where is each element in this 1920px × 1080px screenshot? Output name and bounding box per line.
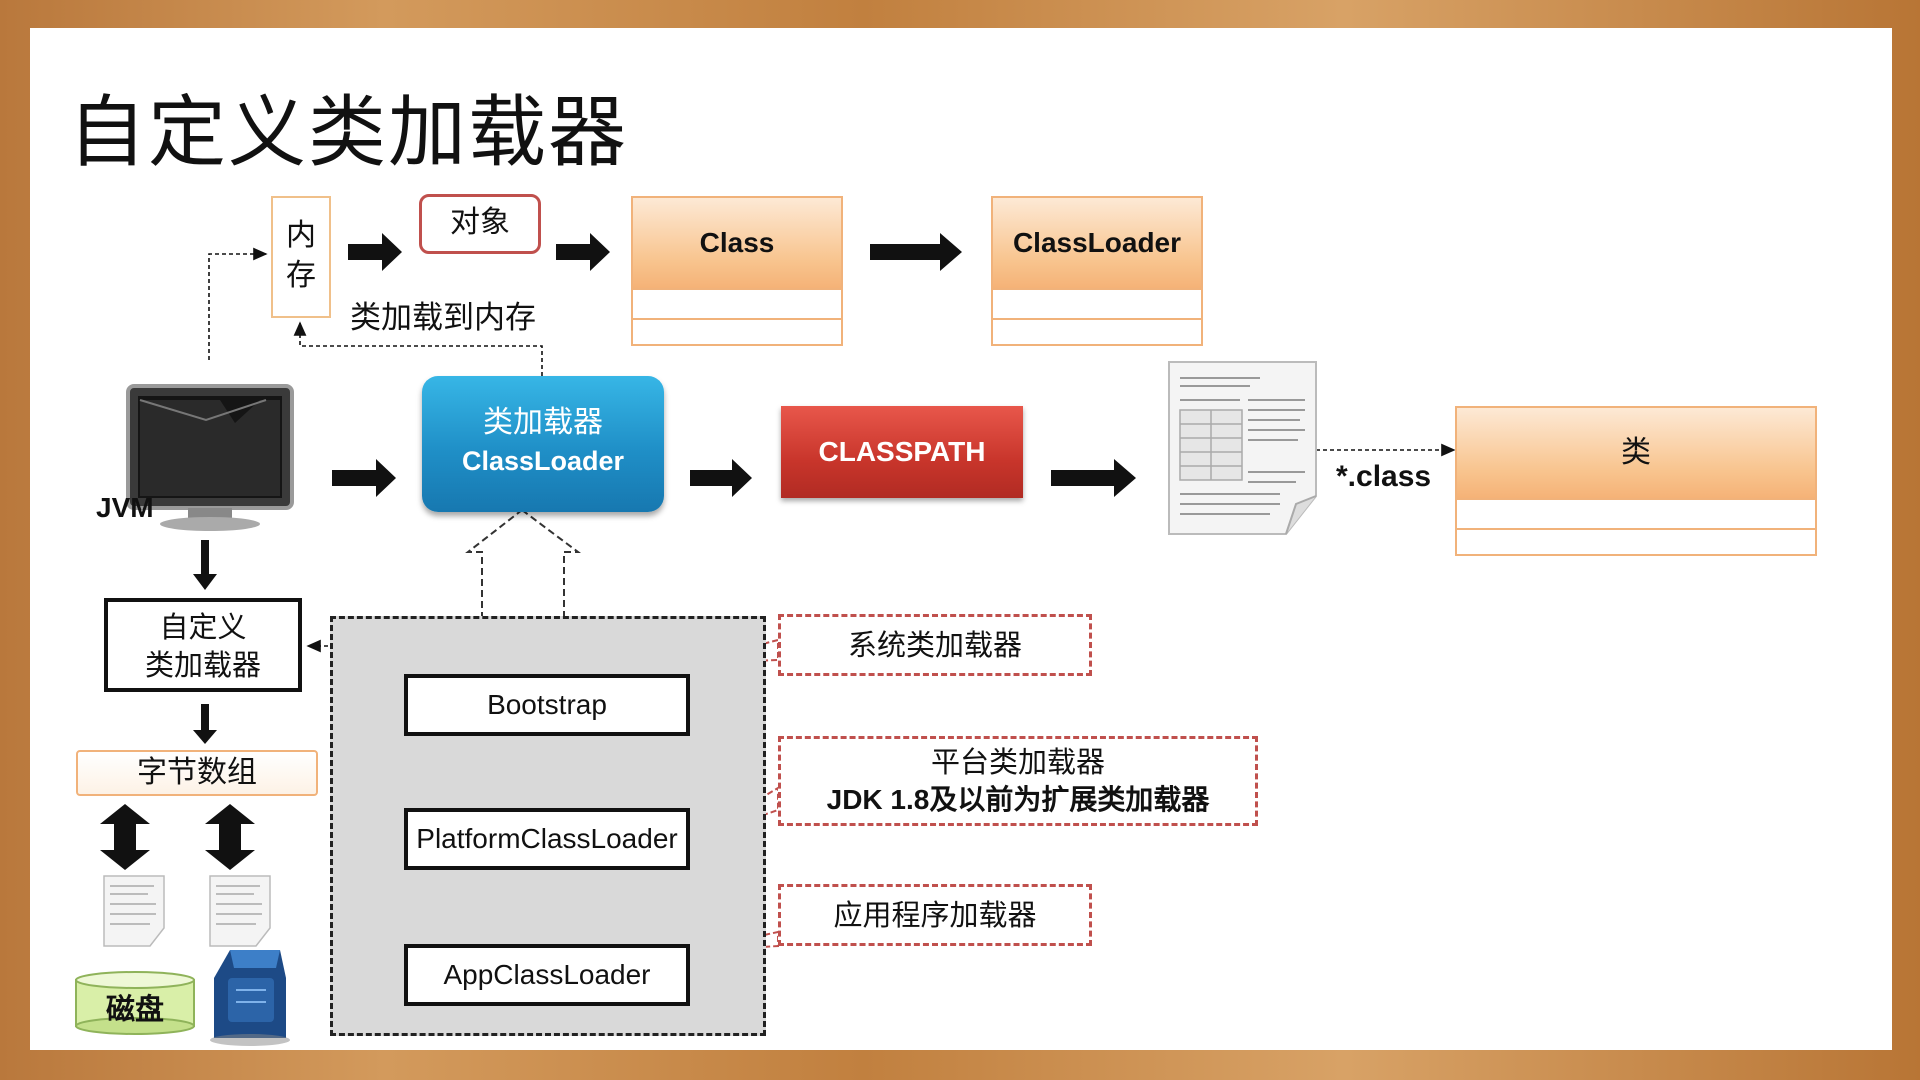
class-target-box: 类 [1455, 406, 1817, 556]
memory-line1: 内 [286, 218, 316, 253]
class-target-row [1457, 530, 1815, 558]
disk-icon [75, 971, 195, 1035]
object-box: 对象 [419, 194, 541, 254]
class-file-icon [1168, 361, 1317, 535]
file-icon-left [103, 875, 165, 947]
dotted-loader-to-mem [293, 321, 543, 376]
classloader-box-row [993, 290, 1201, 320]
diagram-connectors [75, 233, 1456, 1046]
classloader-box-row [993, 320, 1201, 348]
page-title: 自定义类加载器 [68, 88, 629, 178]
classloader-box: ClassLoader [991, 196, 1203, 346]
class-target-header: 类 [1457, 408, 1815, 500]
bootstrap-loader: Bootstrap [404, 674, 690, 736]
note-platform-line2: JDK 1.8及以前为扩展类加载器 [826, 784, 1210, 815]
arrow-custom-down [193, 704, 217, 744]
arrow-classpath-to-file [1051, 459, 1136, 497]
byte-array-box: 字节数组 [76, 750, 318, 796]
custom-loader-line1: 自定义 [159, 610, 247, 644]
arrow-loader-to-classpath [690, 459, 752, 497]
note-platform-loader: 平台类加载器 JDK 1.8及以前为扩展类加载器 [778, 736, 1258, 826]
custom-loader-line2: 类加载器 [144, 648, 261, 682]
disk-label: 磁盘 [105, 992, 164, 1026]
note-app-loader: 应用程序加载器 [778, 884, 1092, 946]
arrow-mem-to-object [348, 233, 402, 271]
note-platform-line1: 平台类加载器 [930, 745, 1105, 779]
class-box: Class [631, 196, 843, 346]
class-box-header: Class [633, 198, 841, 290]
double-arrow-right [205, 804, 255, 870]
classloader-box-header: ClassLoader [993, 198, 1201, 290]
class-box-row [633, 290, 841, 320]
class-loader-main-en: ClassLoader [461, 446, 625, 476]
app-loader: AppClassLoader [404, 944, 690, 1006]
arrow-class-to-classloader [870, 233, 962, 271]
memory-line2: 存 [286, 258, 316, 293]
class-box-row [633, 320, 841, 348]
double-arrow-left [100, 804, 150, 870]
computer-tower-icon [210, 950, 290, 1046]
jvm-label: JVM [96, 492, 154, 523]
file-icon-right [209, 875, 271, 947]
arrow-jvm-to-loader [332, 459, 396, 497]
custom-loader-box: 自定义 类加载器 [104, 598, 302, 692]
arrow-jvm-down [193, 540, 217, 590]
note-system-loader: 系统类加载器 [778, 614, 1092, 676]
memory-box: 内 存 [271, 196, 331, 318]
hollow-up-arrow [465, 508, 581, 619]
platform-loader: PlatformClassLoader [404, 808, 690, 870]
class-file-ext-label: *.class [1336, 460, 1432, 493]
monitor-icon [126, 384, 294, 531]
class-loader-main-cn: 类加载器 [483, 405, 603, 440]
arrow-object-to-class [556, 233, 610, 271]
class-loader-main: 类加载器 ClassLoader [422, 376, 664, 512]
classpath-box: CLASSPATH [781, 406, 1023, 498]
class-target-row [1457, 500, 1815, 530]
load-to-memory-label: 类加载到内存 [350, 300, 536, 336]
dotted-jvm-to-mem [208, 247, 268, 360]
slide: 自定义类加载器 内 存 对象 Class ClassLoader 类加载到内存 … [30, 28, 1892, 1050]
